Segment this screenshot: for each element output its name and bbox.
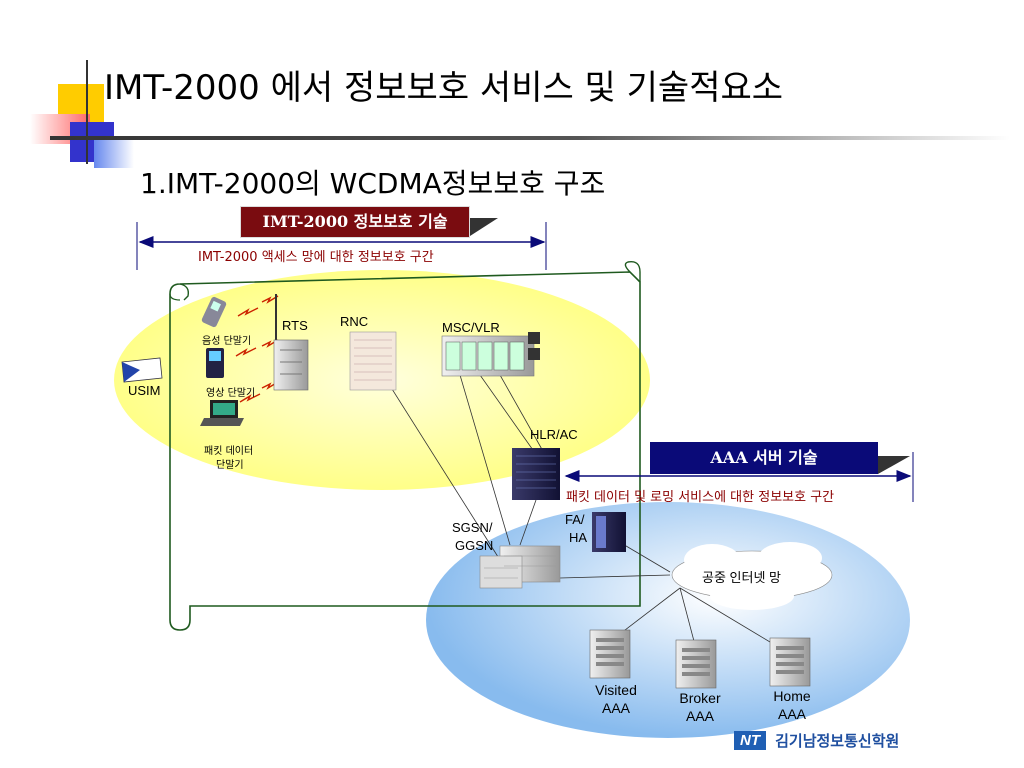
internet-cloud-icon (671, 542, 833, 610)
sgsn-label-2: GGSN (455, 538, 494, 553)
page-title: IMT-2000 에서 정보보호 서비스 및 기술적요소 (104, 68, 784, 108)
usim-card-icon (121, 357, 163, 383)
home-aaa-line1: Home (773, 688, 811, 704)
voice-terminal-label: 음성 단말기 (202, 336, 252, 347)
imt-tech-banner: IMT-2000 정보보호 기술 (240, 206, 470, 238)
scroll-frame (169, 271, 641, 631)
internet-label: 공중 인터넷 망 (702, 570, 781, 585)
access-section-label: IMT-2000 액세스 망에 대한 정보보호 구간 (198, 250, 434, 265)
rts-equipment-icon (273, 294, 309, 391)
home-aaa-label: Home AAA (760, 687, 824, 723)
visited-aaa-line2: AAA (601, 700, 630, 716)
msc-vlr-label: MSC/VLR (442, 320, 500, 335)
visited-aaa-server-icon (589, 629, 631, 679)
sgsn-ggsn-equipment-icon (479, 545, 561, 589)
title-underline (50, 136, 1010, 140)
video-terminal-label: 영상 단말기 (206, 388, 256, 399)
hlr-ac-label: HLR/AC (530, 427, 578, 442)
laptop-icon (200, 400, 244, 426)
decor-corner (30, 60, 160, 170)
decor-vline (86, 60, 88, 164)
home-aaa-server-icon (769, 637, 811, 687)
rnc-equipment-icon (349, 331, 397, 391)
usim-label: USIM (128, 383, 161, 398)
rts-label: RTS (282, 318, 308, 333)
hlr-ac-server-icon (512, 448, 560, 500)
broker-aaa-server-icon (675, 639, 717, 689)
fa-ha-label-1: FA/ (565, 512, 585, 527)
sgsn-label-1: SGSN/ (452, 520, 493, 535)
packet-terminal-label-1: 패킷 데이터 (204, 446, 254, 457)
visited-aaa-label: Visited AAA (584, 681, 648, 717)
broker-aaa-line1: Broker (679, 690, 721, 706)
packet-section-label: 패킷 데이터 및 로밍 서비스에 대한 정보보호 구간 (566, 490, 835, 505)
radio-signal-icon (235, 295, 279, 403)
msc-vlr-equipment-icon (441, 332, 540, 377)
institute-logo: NT 김기남정보통신학원 (734, 730, 899, 752)
section-subtitle: 1.IMT-2000의 WCDMA정보보호 구조 (140, 167, 606, 200)
logo-name: 김기남정보통신학원 (775, 732, 900, 750)
fa-ha-label-2: HA (569, 530, 588, 545)
video-terminal-icon (206, 348, 224, 378)
home-aaa-line2: AAA (777, 706, 806, 722)
fa-ha-server-icon (592, 512, 626, 552)
broker-aaa-line2: AAA (685, 708, 714, 724)
voice-terminal-icon (201, 296, 227, 328)
aaa-tech-banner: AAA 서버 기술 (650, 442, 878, 474)
visited-aaa-line1: Visited (595, 682, 637, 698)
rnc-label: RNC (340, 314, 369, 329)
logo-mark: NT (734, 731, 766, 750)
broker-aaa-label: Broker AAA (668, 689, 732, 725)
decor-lightblue-gradient (94, 138, 134, 168)
packet-terminal-label-2: 단말기 (216, 460, 244, 471)
